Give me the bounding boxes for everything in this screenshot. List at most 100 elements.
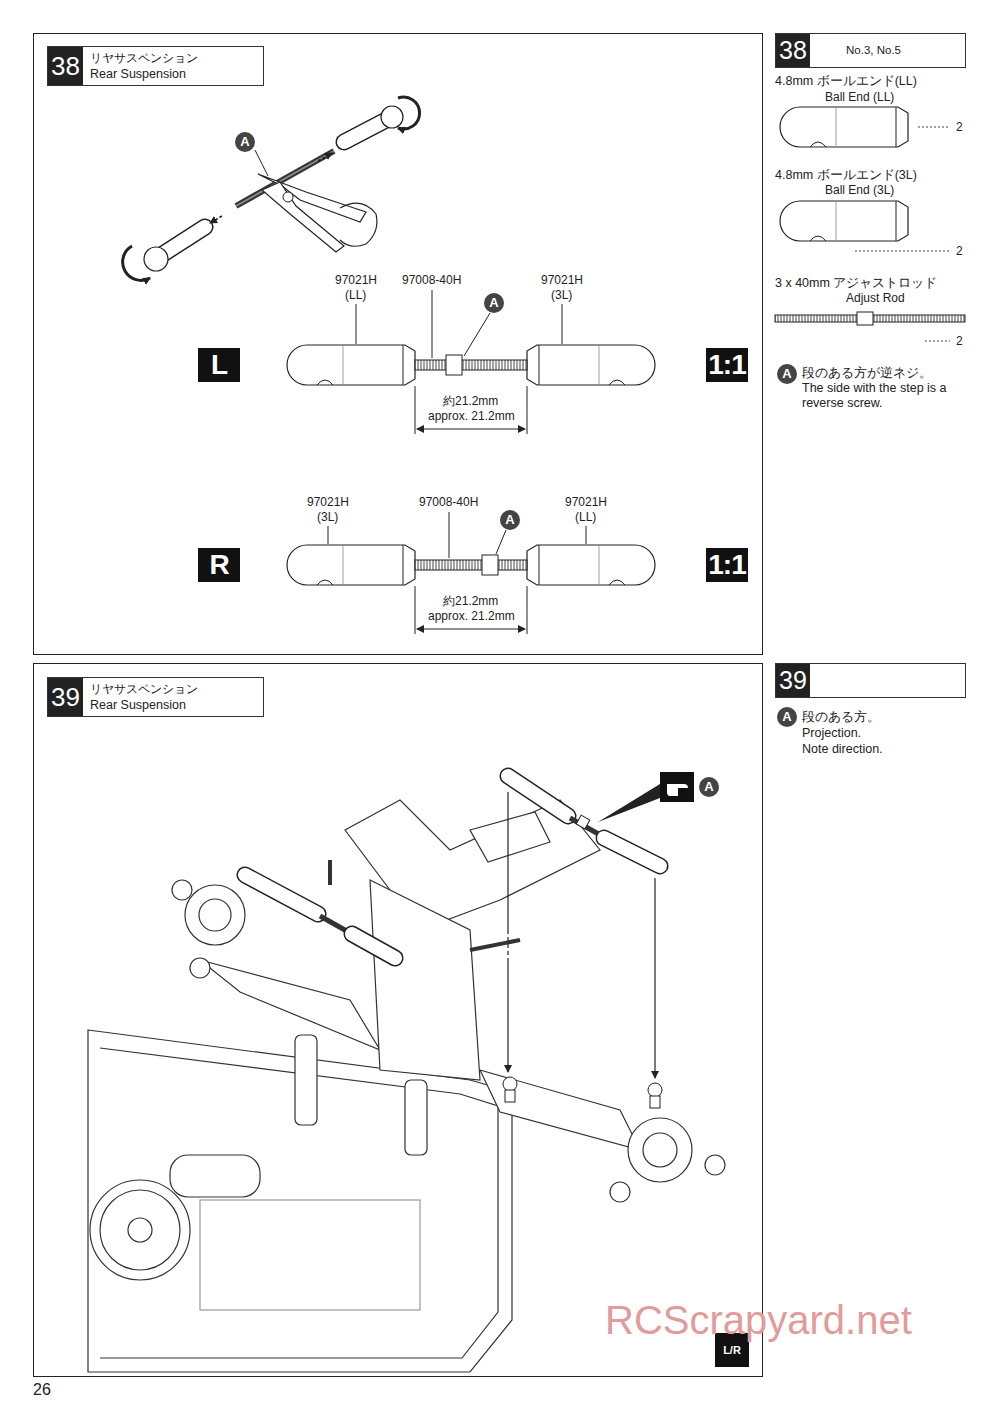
chassis-figure-part [405, 1080, 427, 1155]
new-rod-part [508, 776, 568, 816]
left-rod-figure-part [415, 386, 416, 434]
part-label: (3L) [551, 288, 572, 302]
new-rod-part [604, 838, 660, 866]
new-rod-part [660, 772, 694, 802]
part-label: 97008-40H [402, 273, 461, 287]
left-rod-figure-part [432, 290, 433, 358]
left-rod-figure-part [287, 345, 415, 385]
header-text: Rear Suspension [90, 698, 186, 713]
chassis-figure-part [88, 1030, 512, 1372]
new-rod-part [650, 1096, 660, 1108]
step-frames-part [34, 34, 763, 655]
rod-assembly-figure-part [344, 119, 388, 142]
right-rod-figure-part [415, 560, 527, 570]
parts-figures-part [925, 341, 950, 342]
new-rod [503, 772, 694, 1108]
chassis-figure [88, 800, 725, 1372]
right-rod-figure-part [482, 555, 498, 575]
step-number: 1:1 [706, 348, 748, 382]
note-text: 4.8mm ボールエンド(3L) [775, 168, 917, 183]
callout-letter: A [500, 510, 520, 530]
left-rod-figure [287, 290, 655, 434]
header-text: リヤサスペンション [90, 682, 198, 696]
left-rod-figure-part [417, 429, 525, 430]
rod-assembly-figure-part [144, 247, 168, 271]
scale-badge: 1:1 [706, 348, 748, 382]
page-number: 26 [33, 1381, 51, 1399]
chassis-figure-part [610, 1182, 630, 1202]
rod-assembly-figure-part [255, 150, 268, 176]
new-rod-part [507, 930, 508, 962]
side-badge: L [198, 348, 240, 382]
chassis-figure-part [628, 1118, 692, 1182]
right-rod-figure-part [527, 586, 528, 634]
new-rod-part [576, 815, 590, 829]
part-label: 97021H [307, 495, 349, 509]
new-rod-part [503, 1077, 517, 1091]
parts-figures-part [780, 107, 908, 147]
part-label: (LL) [575, 510, 596, 524]
step-frames-part [34, 664, 763, 1377]
callout-letter: A [699, 777, 719, 797]
chassis-figure-part [199, 899, 231, 931]
step-frames [34, 34, 763, 1377]
new-rod-part [648, 1083, 662, 1097]
parts-figures-part [918, 127, 950, 128]
rod-assembly-figure-part [398, 97, 420, 129]
side-badge: R [198, 548, 240, 582]
right-rod-figure-part [496, 530, 506, 554]
part-label: 97021H [541, 273, 583, 287]
part-label: (LL) [345, 288, 366, 302]
callout-letter: A [777, 364, 797, 384]
parts-figures-part [857, 312, 873, 325]
step-number: R [198, 548, 240, 582]
new-rod-part [505, 1090, 515, 1102]
chassis-figure-part [185, 885, 245, 945]
part-label: 2 [956, 244, 963, 258]
header-text: No.3, No.5 [846, 43, 901, 57]
part-label: approx. 21.2mm [428, 409, 515, 423]
chassis-figure-part [190, 958, 210, 978]
left-rod-figure-part [527, 345, 655, 385]
header-text: Rear Suspension [90, 67, 186, 82]
chassis-figure-part [370, 880, 480, 1080]
new-rod-part [598, 784, 660, 822]
note-header: 39 [775, 663, 966, 698]
rod-assembly-figure-part [318, 153, 332, 161]
installed-rod [245, 875, 395, 958]
installed-rod-part [352, 934, 395, 958]
part-label: Ball End (3L) [825, 183, 894, 197]
new-rod-part [508, 776, 568, 816]
rod-assembly-figure-part [340, 203, 377, 246]
parts-header: 38No.3, No.5 [775, 33, 966, 68]
right-rod-figure-part [449, 512, 450, 558]
step-number: 1:1 [706, 548, 748, 582]
note-text: 3 x 40mm アジャストロッド [775, 276, 937, 291]
callout-letter: A [777, 707, 797, 727]
part-label: 97021H [565, 495, 607, 509]
part-label: 97021H [335, 273, 377, 287]
right-rod-figure [287, 512, 655, 634]
note-text: Note direction. [802, 742, 883, 757]
left-rod-figure-part [446, 355, 462, 375]
left-rod-figure-part [464, 313, 490, 356]
part-label: 2 [956, 120, 963, 134]
rod-assembly-figure-part [123, 246, 150, 280]
part-label: 2 [956, 334, 963, 348]
note-text: 4.8mm ボールエンド(LL) [775, 74, 917, 89]
part-label: 97008-40H [419, 495, 478, 509]
chassis-figure-part [295, 1035, 317, 1125]
step-number: 39 [48, 678, 83, 716]
right-rod-figure-part [415, 586, 416, 634]
chassis-figure-part [172, 880, 192, 900]
right-rod-figure-part [586, 526, 587, 544]
left-rod-figure-part [415, 360, 527, 370]
rod-assembly-figure-part [160, 227, 205, 256]
note-text: 段のある方が逆ネジ。 [802, 366, 932, 381]
installed-rod-part [352, 934, 395, 958]
chassis-figure-part [170, 1155, 260, 1197]
part-label: approx. 21.2mm [428, 609, 515, 623]
new-rod-part [507, 962, 508, 1072]
scale-badge: 1:1 [706, 548, 748, 582]
rod-assembly-figure-part [381, 106, 403, 128]
